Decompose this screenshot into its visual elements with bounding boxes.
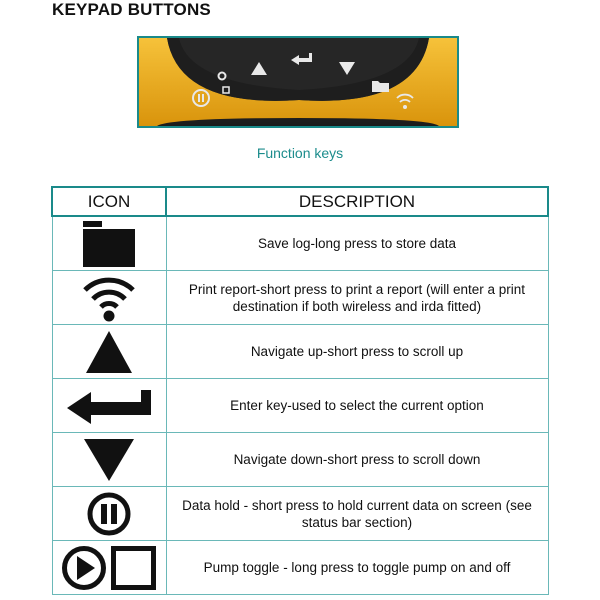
table-row: Save log-long press to store data [51,215,549,271]
pause-circle-icon [87,492,131,535]
play-square-icon [62,545,156,590]
description-cell: Data hold - short press to hold current … [165,486,549,541]
icon-cell [51,540,167,595]
triangle-up-icon [86,330,132,373]
table-row: Navigate up-short press to scroll up [51,324,549,379]
icon-column-header: ICON [51,186,167,217]
table-row: Enter key-used to select the current opt… [51,378,549,433]
row-description: Navigate down-short press to scroll down [233,452,481,467]
row-description: Save log-long press to store data [257,236,457,251]
keypad-table: ICON DESCRIPTION Save log-long press to … [51,186,549,595]
page-heading: KEYPAD BUTTONS [52,0,211,19]
icon-cell [51,486,167,541]
table-row: Navigate down-short press to scroll down [51,432,549,487]
wireless-icon [83,277,135,321]
table-row: Print report-short press to print a repo… [51,270,549,325]
table-row: Pump toggle - long press to toggle pump … [51,540,549,595]
icon-cell [51,215,167,271]
row-description: Navigate up-short press to scroll up [250,344,464,359]
description-cell: Pump toggle - long press to toggle pump … [165,540,549,595]
photo-caption: Function keys [256,145,344,161]
description-cell: Save log-long press to store data [165,215,549,271]
enter-arrow-icon [67,389,151,424]
folder-icon [83,220,135,267]
description-cell: Print report-short press to print a repo… [165,270,549,325]
row-description: Pump toggle - long press to toggle pump … [203,560,511,575]
description-cell: Navigate up-short press to scroll up [165,324,549,379]
table-row: Data hold - short press to hold current … [51,486,549,541]
table-header-row: ICON DESCRIPTION [51,186,549,217]
row-description: Data hold - short press to hold current … [182,497,532,530]
triangle-down-icon [84,438,134,481]
icon-cell [51,324,167,379]
icon-cell [51,378,167,433]
description-cell: Navigate down-short press to scroll down [165,432,549,487]
row-description: Print report-short press to print a repo… [188,281,526,314]
description-column-header: DESCRIPTION [165,186,549,217]
icon-cell [51,432,167,487]
keypad-photo [137,36,459,128]
row-description: Enter key-used to select the current opt… [230,398,484,413]
description-cell: Enter key-used to select the current opt… [165,378,549,433]
icon-cell [51,270,167,325]
